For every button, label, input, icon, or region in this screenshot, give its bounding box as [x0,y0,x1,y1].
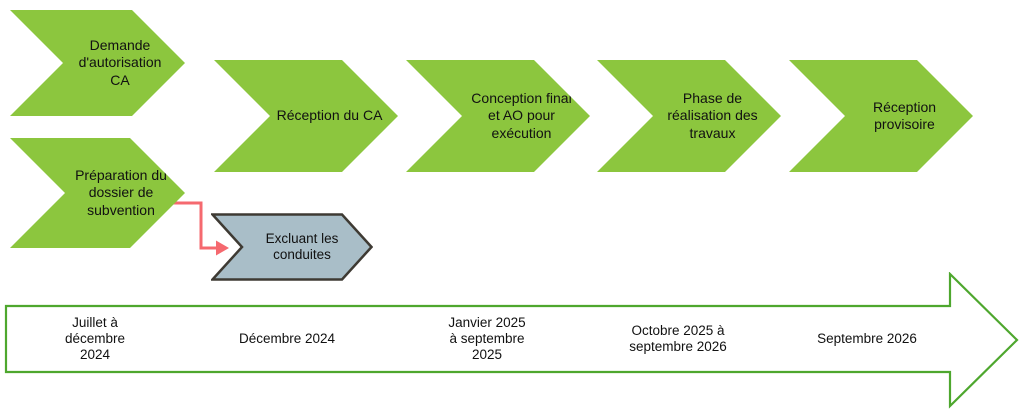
timeline-period-septembre-2026: Septembre 2026 [817,331,917,346]
step-label: Conception final et AO pour exécution [471,89,572,141]
exclusion-note-label: Excluant les conduites [265,230,339,263]
step-label: Réception du CA [276,107,383,124]
step-reception-provisoire: Réception provisoire [789,60,973,172]
timeline-period-octobre-2025-septembre-2026: Octobre 2025 à septembre 2026 [629,323,727,354]
exclusion-note-shape: Excluant les conduites [211,213,373,281]
step-label: Demande d'autorisation CA [78,36,162,88]
step-conception-final-ao: Conception final et AO pour exécution [406,60,590,172]
step-phase-realisation-travaux: Phase de réalisation des travaux [597,60,781,172]
step-demande-autorisation-ca: Demande d'autorisation CA [10,10,185,116]
timeline-period-decembre-2024: Décembre 2024 [238,331,336,346]
step-label: Réception provisoire [872,98,937,132]
step-reception-du-ca: Réception du CA [214,60,398,172]
timeline-period-janvier-septembre-2025: Janvier 2025 à septembre 2025 [448,315,526,362]
step-label: Phase de réalisation des travaux [667,89,758,141]
timeline-period-juillet-decembre-2024: Juillet à décembre 2024 [64,315,126,362]
timeline-arrow [4,272,1019,409]
exclusion-chevron-outline [211,213,373,281]
step-label: Préparation du dossier de subvention [75,166,167,218]
